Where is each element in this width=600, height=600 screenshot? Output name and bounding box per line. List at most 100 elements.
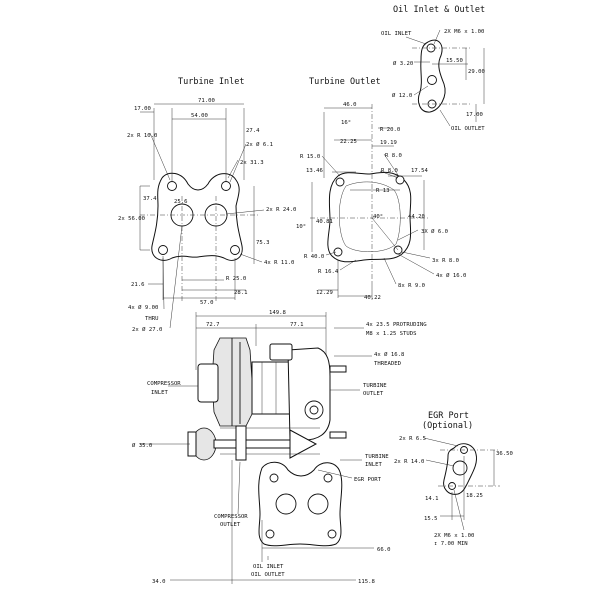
turbine-inlet-view: Turbine Inlet 17.00: [118, 77, 296, 333]
ti-r10-label: 2x R 10.0: [127, 133, 157, 139]
to-40deg-label: 40°: [373, 214, 383, 220]
turbo-side-view: 149.8 72.7 77.1 4x 23.5 PROTRUDING M8 x …: [132, 310, 427, 585]
egr-depth-label: ↧ 7.00 MIN: [434, 541, 468, 547]
to-1229-label: 12.29: [316, 290, 333, 296]
actuator-rod: [213, 439, 299, 449]
to-bolt-hole-bl: [333, 247, 343, 257]
side-leader-comp-out: [237, 461, 241, 515]
side-660-label: 66.0: [377, 547, 390, 553]
oil-d320-label: Ø 3.20: [393, 60, 413, 67]
side-flange-port-right: [307, 493, 329, 515]
to-1754-label: 17.54: [411, 168, 428, 174]
oil-d1550-label: 15.50: [446, 58, 463, 64]
to-r8a-label: R 8.0: [385, 153, 402, 159]
ti-leader-r24: [225, 209, 265, 215]
side-turbine-inlet-flange: [258, 461, 343, 547]
to-4420-label: 44.20: [408, 214, 425, 220]
to-leader-d60: [397, 229, 419, 241]
to-r8c-label: 3x R 8.0: [432, 258, 459, 264]
egr-leader-r14: [425, 459, 455, 467]
ti-bolt-hole-br: [230, 245, 240, 255]
oil-leader-outlet: [439, 109, 451, 127]
to-leader-r9: [383, 257, 397, 285]
ti-374-label: 37.4: [143, 196, 157, 202]
ti-56-label: 2x 56.00: [118, 216, 145, 222]
egr-studs-label: 2X M6 x 1.00: [434, 533, 474, 539]
side-d35-label: Ø 35.0: [132, 442, 152, 449]
oil-port-hole: [427, 75, 437, 85]
ti-281-label: 28.1: [234, 290, 247, 296]
side-flange-hole-tl: [269, 473, 279, 483]
egr-141-label: 14.1: [425, 496, 438, 502]
to-leader-r8a: [383, 153, 399, 176]
side-protruding-label: 4x 23.5 PROTRUDING: [366, 322, 427, 328]
to-angle-line: [371, 217, 399, 251]
actuator-link: [289, 429, 318, 459]
oil-inlet-outlet-view: Oil Inlet & Outlet OIL INLET 2X M6 x 1.0…: [381, 5, 485, 132]
to-r20-label: R 20.0: [380, 127, 400, 133]
to-4022-label: 40.22: [364, 295, 381, 301]
turbine-housing: [287, 347, 331, 441]
to-4081-label: 40.81: [316, 219, 333, 225]
ti-leader-d9: [162, 255, 165, 310]
side-studs-label: M8 x 1.25 STUDS: [366, 331, 417, 337]
side-egr-port-label: EGR PORT: [354, 477, 382, 483]
ti-54-label: 54.00: [191, 113, 208, 119]
oil-outlet-label: OIL OUTLET: [451, 126, 485, 132]
ti-d61-label: 2x Ø 6.1: [246, 141, 273, 148]
ti-thru-label: THRU: [145, 316, 158, 322]
turbine-outlet-flange: [327, 171, 412, 263]
to-d60-label: 3X Ø 6.0: [421, 228, 448, 235]
to-leader-r8b: [379, 170, 399, 179]
oil-studs-label: 2X M6 x 1.00: [444, 29, 484, 35]
oil-leader-inlet: [405, 36, 427, 45]
to-r13-label: R 13: [376, 188, 389, 194]
to-r9-label: 8x R 9.0: [398, 283, 425, 289]
oil-inlet-label: OIL INLET: [381, 31, 412, 37]
to-2225-label: 22.25: [340, 139, 357, 145]
ti-d9-label: 4x Ø 9.00: [128, 304, 158, 311]
ti-leader-313: [227, 159, 239, 179]
ti-216-label: 21.6: [131, 282, 144, 288]
to-leader-r8c: [401, 251, 431, 259]
oil-title: Oil Inlet & Outlet: [393, 5, 485, 15]
ti-d27-label: 2x Ø 27.0: [132, 326, 162, 333]
side-flange-hole-br: [327, 529, 337, 539]
egr-leader-r65: [423, 437, 459, 447]
to-bolt-hole-tl: [335, 177, 345, 187]
to-r164-label: R 16.4: [318, 269, 339, 275]
ti-leader-r11: [239, 253, 263, 263]
side-turb-in-label-1: TURBINE: [365, 454, 389, 460]
ti-313-label: 2x 31.3: [240, 160, 264, 166]
ti-leader-r10: [149, 132, 171, 181]
turbine-inlet-title: Turbine Inlet: [178, 77, 245, 87]
egr-r65-label: 2x R 6.5: [399, 436, 426, 442]
side-turb-in-label-2: INLET: [365, 462, 382, 468]
oil-d2900-label: 29.00: [468, 69, 485, 75]
turbine-outlet-view: Turbine Outlet 46.0 16° R 20: [296, 77, 466, 301]
to-460-label: 46.0: [343, 102, 356, 108]
ti-bolt-hole-bl: [158, 245, 168, 255]
side-threaded-label: THREADED: [374, 361, 402, 367]
to-1346-label: 13.46: [306, 168, 323, 174]
to-leader-d160: [397, 253, 435, 275]
stud-right-bottom: [329, 431, 347, 439]
side-flange-hole-bl: [265, 529, 275, 539]
side-flange-hole-tr: [323, 473, 333, 483]
side-comp-outlet-label-2: OUTLET: [220, 522, 241, 528]
egr-port-view: EGR Port (Optional) 2x R 6.5 36.50 2x R …: [394, 411, 513, 547]
egr-leader-studs: [453, 489, 465, 531]
egr-title-line1: EGR Port: [428, 411, 469, 421]
turbine-scroll-circle: [304, 400, 324, 420]
to-r40-label: R 40.0: [304, 254, 324, 260]
ti-570-label: 57.0: [200, 300, 213, 306]
egr-r14-label: 2x R 14.0: [394, 459, 424, 465]
side-turb-out-label-2: OUTLET: [363, 391, 384, 397]
side-340-label: 34.0: [152, 579, 165, 585]
egr-port-hole: [452, 460, 468, 476]
turbine-outlet-title: Turbine Outlet: [309, 77, 381, 87]
to-leader-r164: [339, 259, 357, 271]
egr-155-label: 15.5: [424, 516, 437, 522]
side-leader-egr: [317, 469, 353, 479]
